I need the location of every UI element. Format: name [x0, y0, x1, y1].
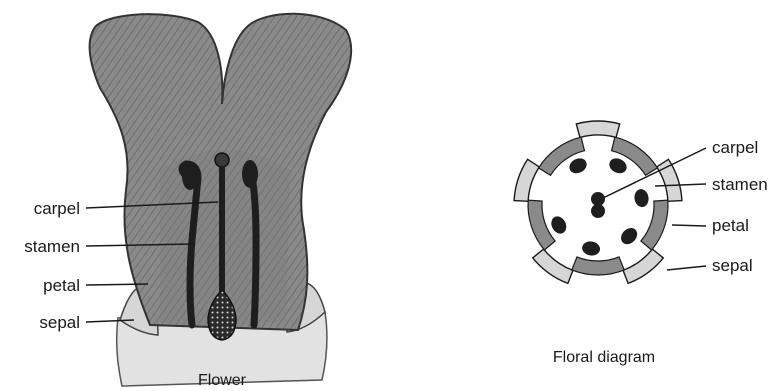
flower-label-stamen: stamen — [24, 237, 80, 256]
floral-sepal-1 — [576, 121, 619, 137]
floral-sepal-5 — [514, 159, 539, 201]
floral-petal-2 — [641, 200, 668, 250]
floral-stamen-5 — [581, 240, 601, 257]
flower-illustration: carpel stamen petal sepal Flower — [24, 14, 351, 389]
floral-stamen-2 — [607, 155, 629, 176]
floral-label-sepal: sepal — [712, 256, 753, 275]
carpel-style — [219, 166, 225, 294]
floral-sepal-3 — [623, 249, 663, 283]
flower-leader-petal — [86, 284, 148, 285]
flower-label-petal: petal — [43, 276, 80, 295]
floral-carpel-top — [591, 192, 605, 206]
stamen-right-anther — [242, 160, 258, 188]
floral-stamen-4 — [618, 225, 641, 248]
floral-carpel-bottom — [591, 204, 605, 218]
floral-stamen-6 — [548, 214, 569, 236]
floral-label-stamen: stamen — [712, 175, 768, 194]
floral-leader-sepal — [667, 266, 706, 270]
flower-caption: Flower — [198, 372, 247, 389]
floral-carpel — [591, 192, 605, 218]
flower-label-carpel: carpel — [34, 199, 80, 218]
stamen-right — [252, 176, 256, 325]
stamen-left-anther — [182, 162, 198, 190]
floral-label-petal: petal — [712, 216, 749, 235]
floral-petal-3 — [572, 257, 624, 275]
floral-stamen-1 — [567, 155, 589, 176]
floral-leader-stamen — [655, 184, 706, 186]
carpel-stigma — [215, 153, 229, 167]
floral-stamen-3 — [633, 188, 650, 208]
floral-diagram — [514, 121, 682, 283]
floral-caption: Floral diagram — [553, 349, 655, 366]
flower-label-sepal: sepal — [39, 313, 80, 332]
floral-leader-petal — [672, 225, 706, 226]
floral-petal-4 — [528, 200, 555, 250]
floral-sepal-4 — [533, 249, 573, 283]
floral-label-carpel: carpel — [712, 138, 758, 157]
